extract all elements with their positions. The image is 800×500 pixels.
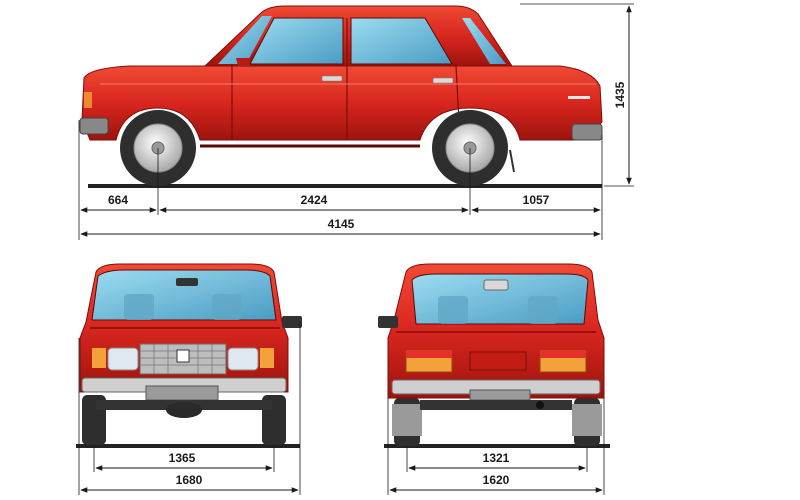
overall-height-label: 1435	[613, 81, 627, 108]
front-windshield	[91, 269, 277, 321]
front-width-label: 1680	[176, 473, 203, 487]
rear-view-side-mirror	[378, 316, 398, 328]
side-rear-bumper	[571, 123, 603, 141]
rear-door-handle	[432, 77, 454, 84]
front-left-headlight	[107, 347, 139, 371]
side-backlight	[462, 18, 506, 64]
side-windshield	[218, 16, 272, 64]
front-right-headlight	[227, 347, 259, 371]
front-badge	[176, 349, 190, 363]
side-car-body	[79, 5, 603, 173]
front-view: 1365 1680	[76, 263, 302, 495]
side-mirror	[236, 58, 250, 66]
overall-length-label: 4145	[328, 217, 355, 231]
wheelbase-label: 2424	[301, 193, 328, 207]
rear-view: 1321 1620	[378, 263, 610, 495]
side-view: 664 2424 1057 4145 1435	[78, 3, 634, 240]
rear-track-label: 1321	[483, 451, 510, 465]
front-overhang-label: 664	[108, 193, 128, 207]
front-view-side-mirror	[282, 316, 302, 328]
side-front-bumper	[79, 117, 109, 135]
rear-overhang-label: 1057	[523, 193, 550, 207]
side-front-window	[249, 17, 344, 65]
rear-width-label: 1620	[483, 473, 510, 487]
side-extension-lines	[78, 3, 634, 240]
side-rear-window	[350, 17, 453, 65]
front-door-handle	[321, 75, 343, 82]
front-track-label: 1365	[169, 451, 196, 465]
